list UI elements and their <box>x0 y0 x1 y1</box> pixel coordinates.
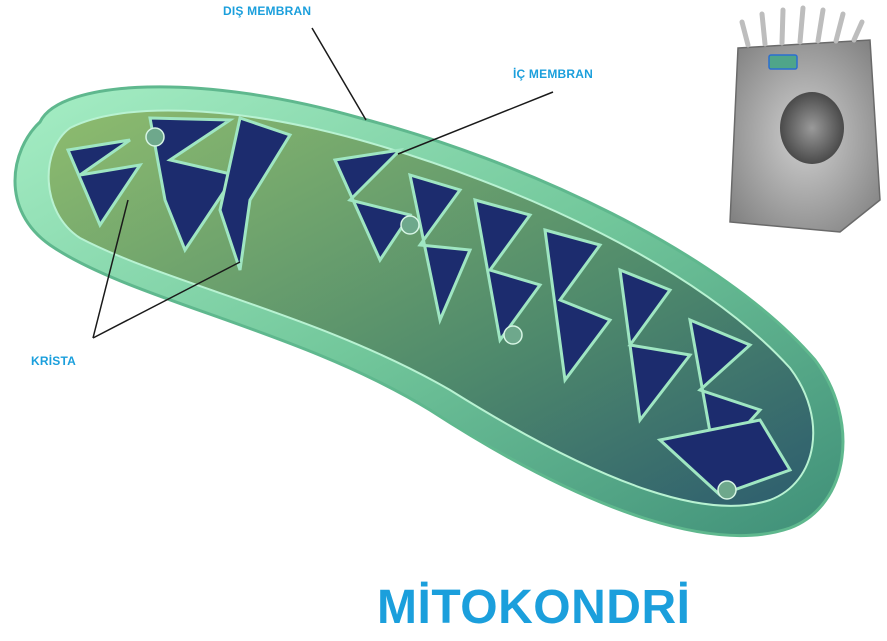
page-title: MİTOKONDRİ <box>377 580 690 636</box>
matrix-granule <box>718 481 736 499</box>
nucleus-shape <box>780 92 844 164</box>
label-cristae: KRİSTA <box>31 354 76 368</box>
mitochondrion-illustration <box>15 87 843 536</box>
label-inner-membrane: İÇ MEMBRAN <box>513 67 593 81</box>
microvillus <box>782 10 783 43</box>
label-outer-membrane: DIŞ MEMBRAN <box>223 4 311 18</box>
microvillus <box>836 14 843 41</box>
microvillus <box>854 22 862 40</box>
microvillus <box>742 22 748 45</box>
matrix-granule <box>401 216 419 234</box>
microvillus <box>800 8 803 42</box>
matrix-granule <box>504 326 522 344</box>
cell-cross-section-illustration <box>730 8 880 232</box>
microvillus <box>762 14 765 44</box>
pointer-line-inner-membrane <box>398 92 553 154</box>
mitochondrion-highlight-box <box>769 55 797 69</box>
microvilli <box>742 8 862 45</box>
microvillus <box>818 10 823 41</box>
matrix-granule <box>146 128 164 146</box>
